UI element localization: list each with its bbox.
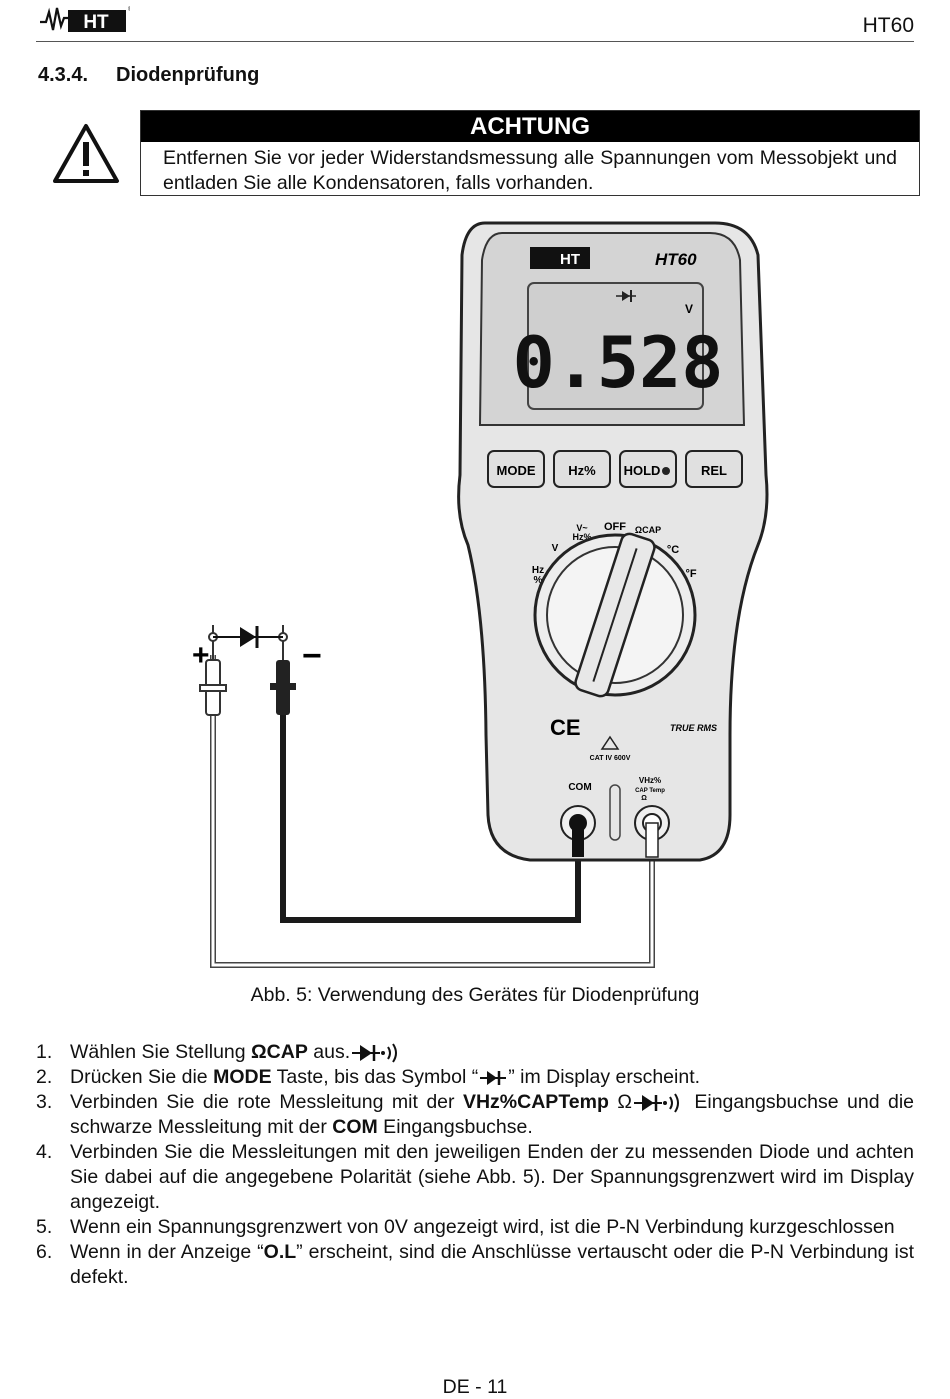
diode-continuity-icon [633,1093,679,1113]
mode-button [487,450,545,488]
dial-degc-label: °C [667,544,679,556]
step-item: 6. Wenn in der Anzeige “O.L” erscheint, … [36,1240,914,1290]
device-model-text: HT60 [655,250,697,269]
step-number: 6. [36,1241,53,1263]
warning-title: ACHTUNG [141,111,919,142]
lcd-diode-icon [616,290,636,302]
ht-logo: HT ® [40,6,130,33]
hold-button-label: HOLD [624,463,661,478]
hz-button [553,450,611,488]
step-bold-text: O.L [263,1241,297,1263]
warning-text: Entfernen Sie vor jeder Widerstandsmessu… [163,147,897,194]
jack-divider [609,784,621,841]
step-text: Taste, bis das Symbol “ [271,1066,479,1088]
ce-mark: CE [550,715,581,740]
header-model: HT60 [862,14,914,37]
red-test-lead [210,655,655,968]
section-title: Diodenprüfung [116,64,260,86]
step-text: Verbinden Sie die rote Messleitung mit d… [70,1091,463,1113]
step-text: Wählen Sie Stellung [70,1041,252,1063]
step-text: aus. [307,1041,351,1063]
step-number: 2. [36,1066,53,1088]
v-jack [634,805,670,858]
dial-cap-label: ΩCAP [635,525,661,535]
jack-v-mid-label: CAP Temp [635,788,665,794]
probe-plus-label: + [192,639,210,672]
diode-continuity-icon [352,1043,398,1063]
step-bold-text: ΩCAP [251,1041,308,1063]
step-text: Drücken Sie die [70,1066,214,1088]
step-item: 4. Verbinden Sie die Messleitungen mit d… [36,1140,914,1215]
hold-button [619,450,677,488]
step-text: Eingangsbuchse. [377,1116,533,1138]
hz-button-label: Hz% [568,463,596,478]
rel-button-label: REL [701,463,727,478]
page-number: DE - 11 [442,1376,508,1398]
step-bold-text: MODE [213,1066,272,1088]
step-text: Ω [608,1091,632,1113]
jack-com-label: COM [568,782,591,793]
step-bold-text: COM [332,1116,378,1138]
rel-button [685,450,743,488]
step-text: ” erscheint, sind die Anschlüsse vertaus… [70,1241,914,1288]
multimeter-figure: + − HT HT60 V 0.528 MODE Hz% HOLD REL OF… [192,221,769,968]
lcd-reading: 0.528 [513,322,724,404]
dial-pct-label: % [534,575,543,586]
section-number: 4.3.4. [38,64,89,86]
dial-vac-label: V~ [576,523,587,533]
step-text: Wenn in der Anzeige “ [70,1241,264,1263]
meter-buttons [487,450,743,488]
warning-triangle-icon [53,124,119,183]
lcd-unit: V [685,302,693,316]
step-number: 1. [36,1041,53,1063]
logo-text: HT [83,12,109,33]
dial-vdc-label: V [552,543,559,554]
step-text: Verbinden Sie die Messleitungen mit den … [70,1141,914,1213]
dial-off-label: OFF [604,521,626,533]
lcd-display [527,282,704,410]
black-probe [270,625,296,715]
step-item: 5. Wenn ein Spannungsgrenzwert von 0V an… [36,1215,914,1240]
step-item: 1. Wählen Sie Stellung ΩCAP aus. [36,1040,914,1065]
device-logo-box [530,247,590,269]
step-item: 3. Verbinden Sie die rote Messleitung mi… [36,1090,914,1140]
step-text: Eingangsbuchse und die schwarze Messleit… [70,1091,914,1138]
dial-degf-label: °F [685,568,696,580]
diode-symbol [213,626,283,648]
jack-v-top-label: VHz% [639,776,661,785]
section-heading: 4.3.4. Diodenprüfung [38,64,259,87]
step-number: 4. [36,1141,53,1163]
step-number: 3. [36,1091,53,1113]
warning-box: ACHTUNG Entfernen Sie vor jeder Widersta… [140,110,920,196]
diode-icon [480,1070,507,1085]
rotary-dial [533,532,697,698]
step-bold-text: VHz%CAPTemp [462,1091,609,1113]
step-item: 2. Drücken Sie die MODE Taste, bis das S… [36,1065,914,1090]
registered-mark: ® [128,6,130,13]
dial-hz-label: Hz [532,565,544,576]
step-number: 5. [36,1216,53,1238]
black-test-lead [280,710,581,923]
backlight-icon [662,467,670,475]
com-jack [560,805,596,857]
probe-minus-label: − [302,637,322,675]
jack-v-bottom-label: Ω [641,795,647,802]
header-divider [36,41,914,42]
step-text: ” im Display erscheint. [508,1066,701,1088]
instruction-steps: 1. Wählen Sie Stellung ΩCAP aus. 2. Drüc… [36,1040,914,1290]
cat-rating-label: CAT IV 600V [590,755,631,762]
cat-warning-icon [600,735,620,750]
mode-button-label: MODE [497,463,536,478]
dial-hz-top-label: Hz% [572,532,591,542]
device-logo-text: HT [560,251,580,268]
step-text: Wenn ein Spannungsgrenzwert von 0V angez… [70,1216,895,1238]
true-rms-label: TRUE RMS [670,723,717,733]
figure-caption: Abb. 5: Verwendung des Gerätes für Diode… [250,984,700,1006]
